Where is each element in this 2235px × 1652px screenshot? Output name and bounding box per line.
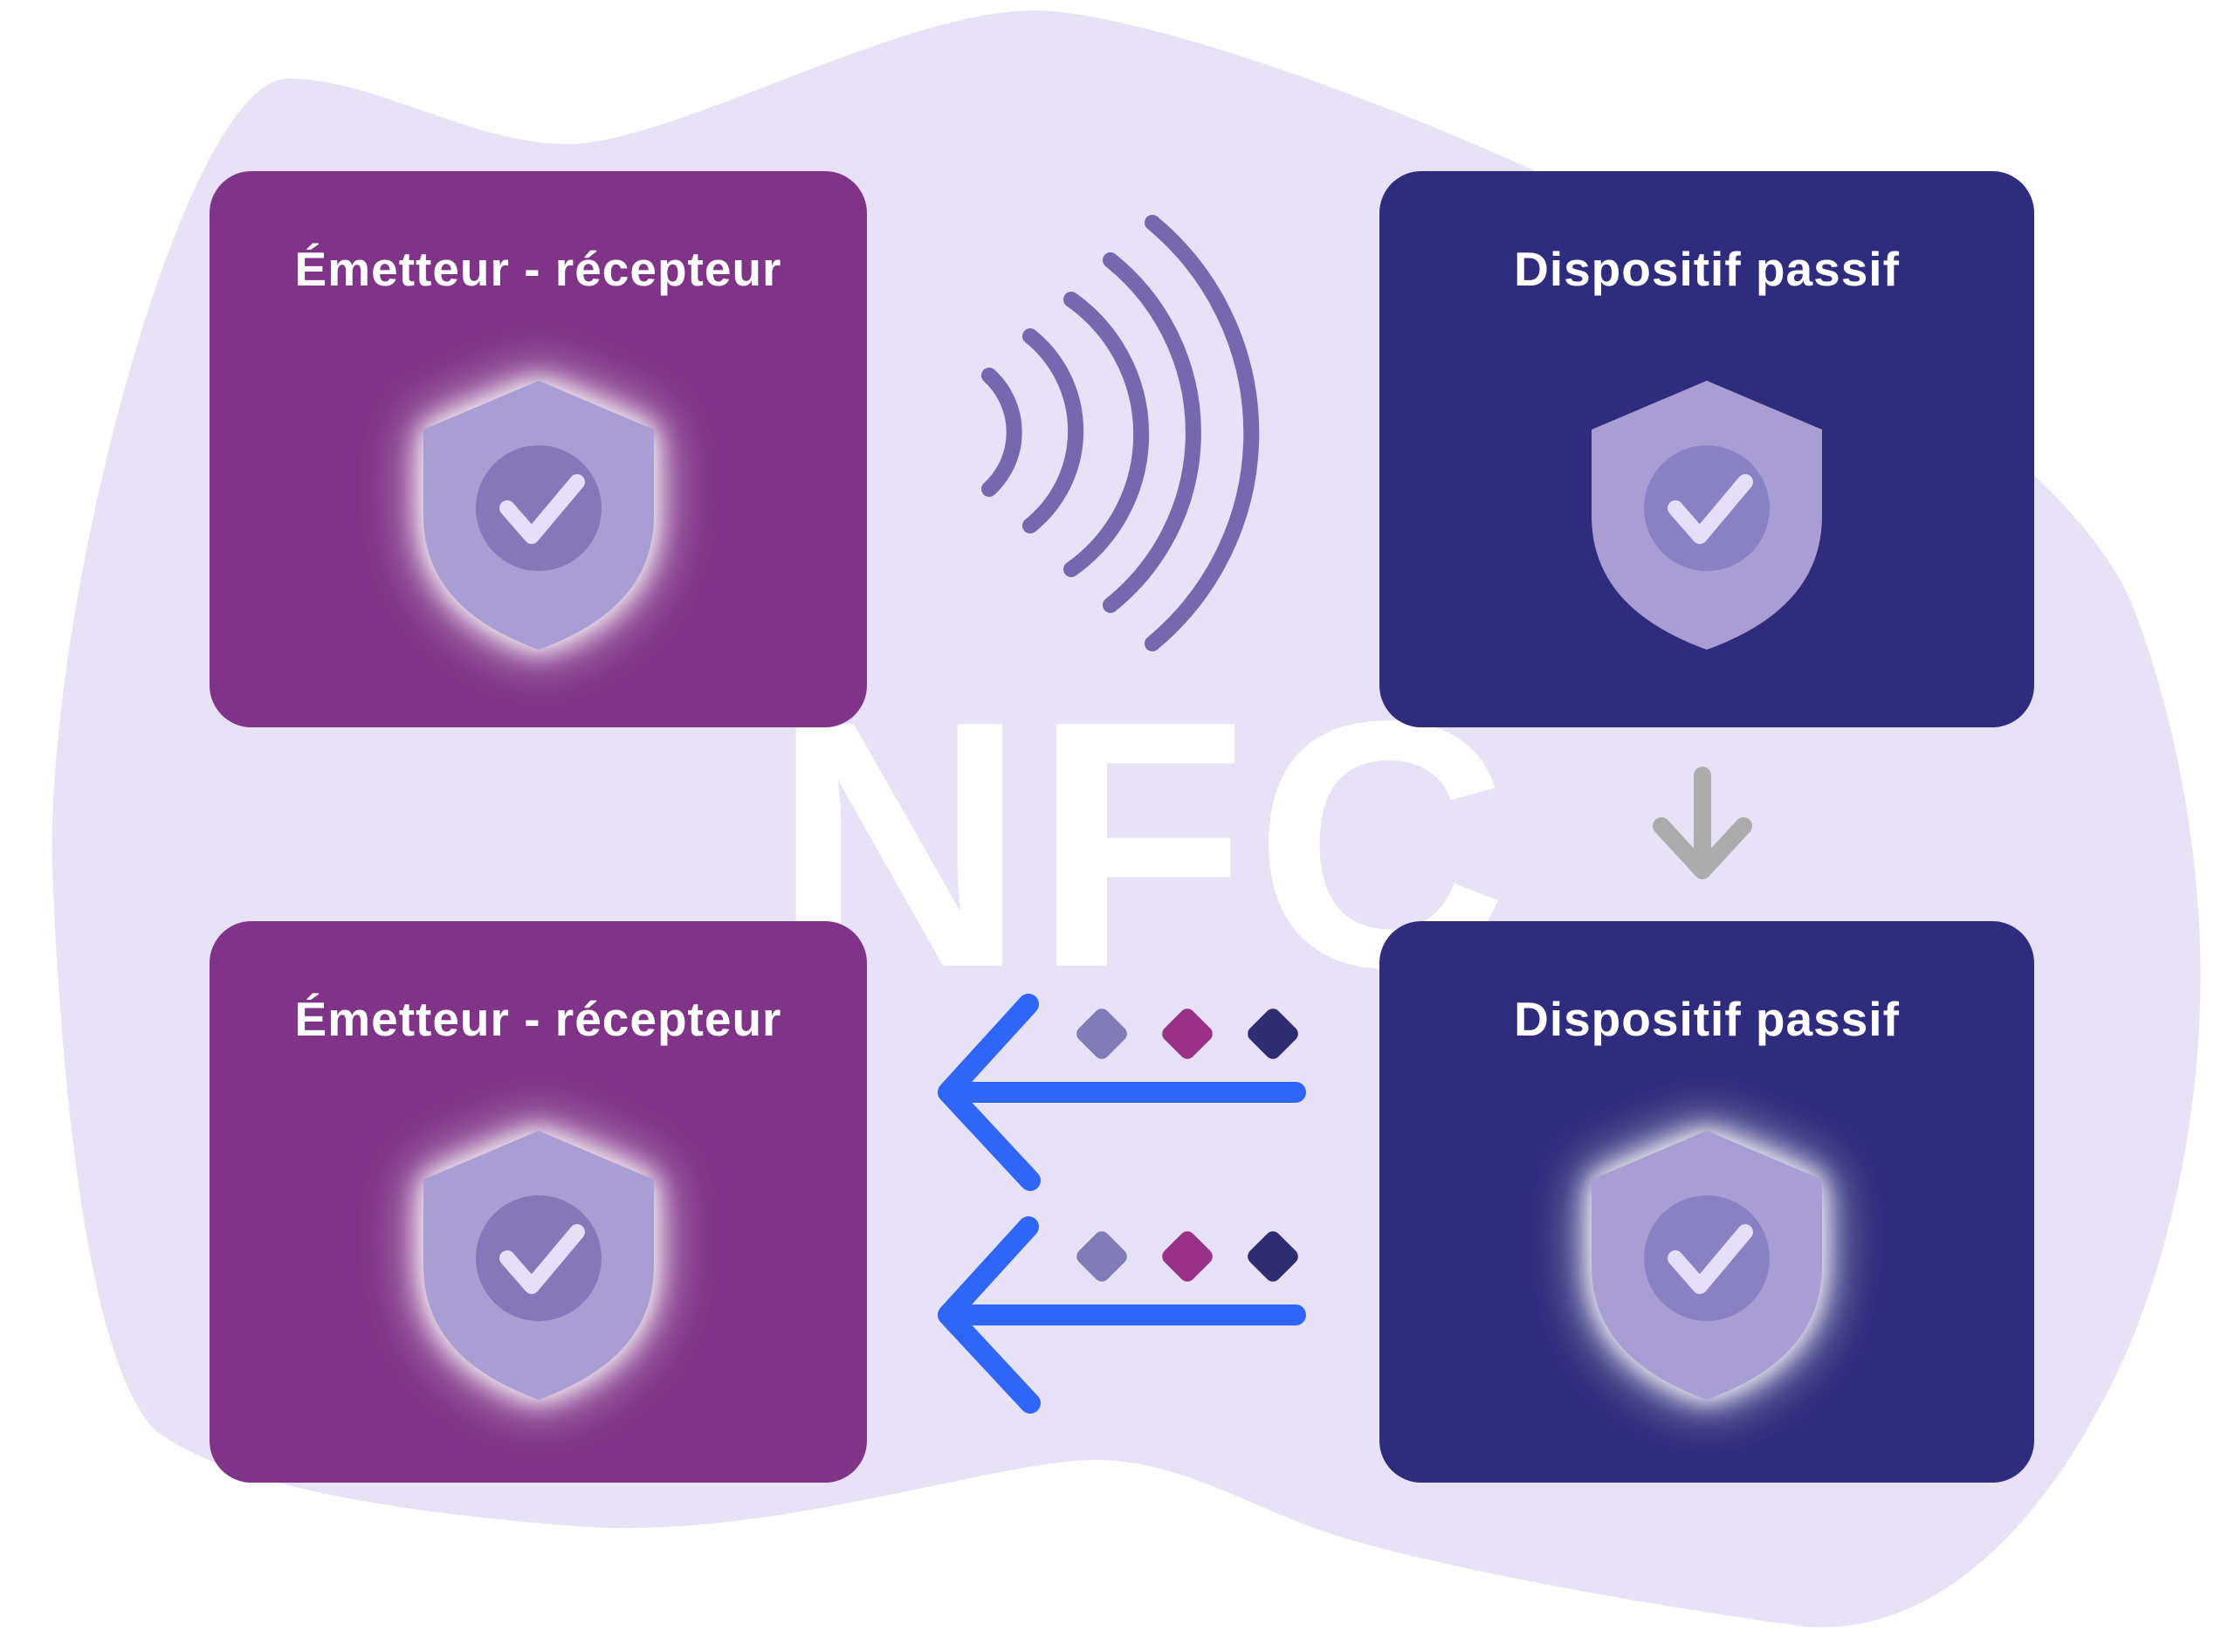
card-title: Dispositif passif — [1514, 992, 1900, 1046]
card-title: Émetteur - récepteur — [294, 992, 782, 1046]
shield-check-icon — [423, 381, 654, 650]
card-title: Dispositif passif — [1514, 242, 1900, 296]
card-emitter-receiver-top: Émetteur - récepteur — [210, 171, 867, 727]
shield-check-icon — [1592, 1131, 1822, 1400]
card-emitter-receiver-bottom: Émetteur - récepteur — [210, 921, 867, 1483]
shield-check-icon — [423, 1131, 654, 1400]
card-title: Émetteur - récepteur — [294, 242, 782, 296]
shield-check-icon — [1592, 381, 1822, 650]
card-passive-device-top: Dispositif passif — [1379, 171, 2034, 727]
card-passive-device-bottom: Dispositif passif — [1379, 921, 2034, 1483]
data-packet-diamonds — [1076, 1008, 1298, 1282]
